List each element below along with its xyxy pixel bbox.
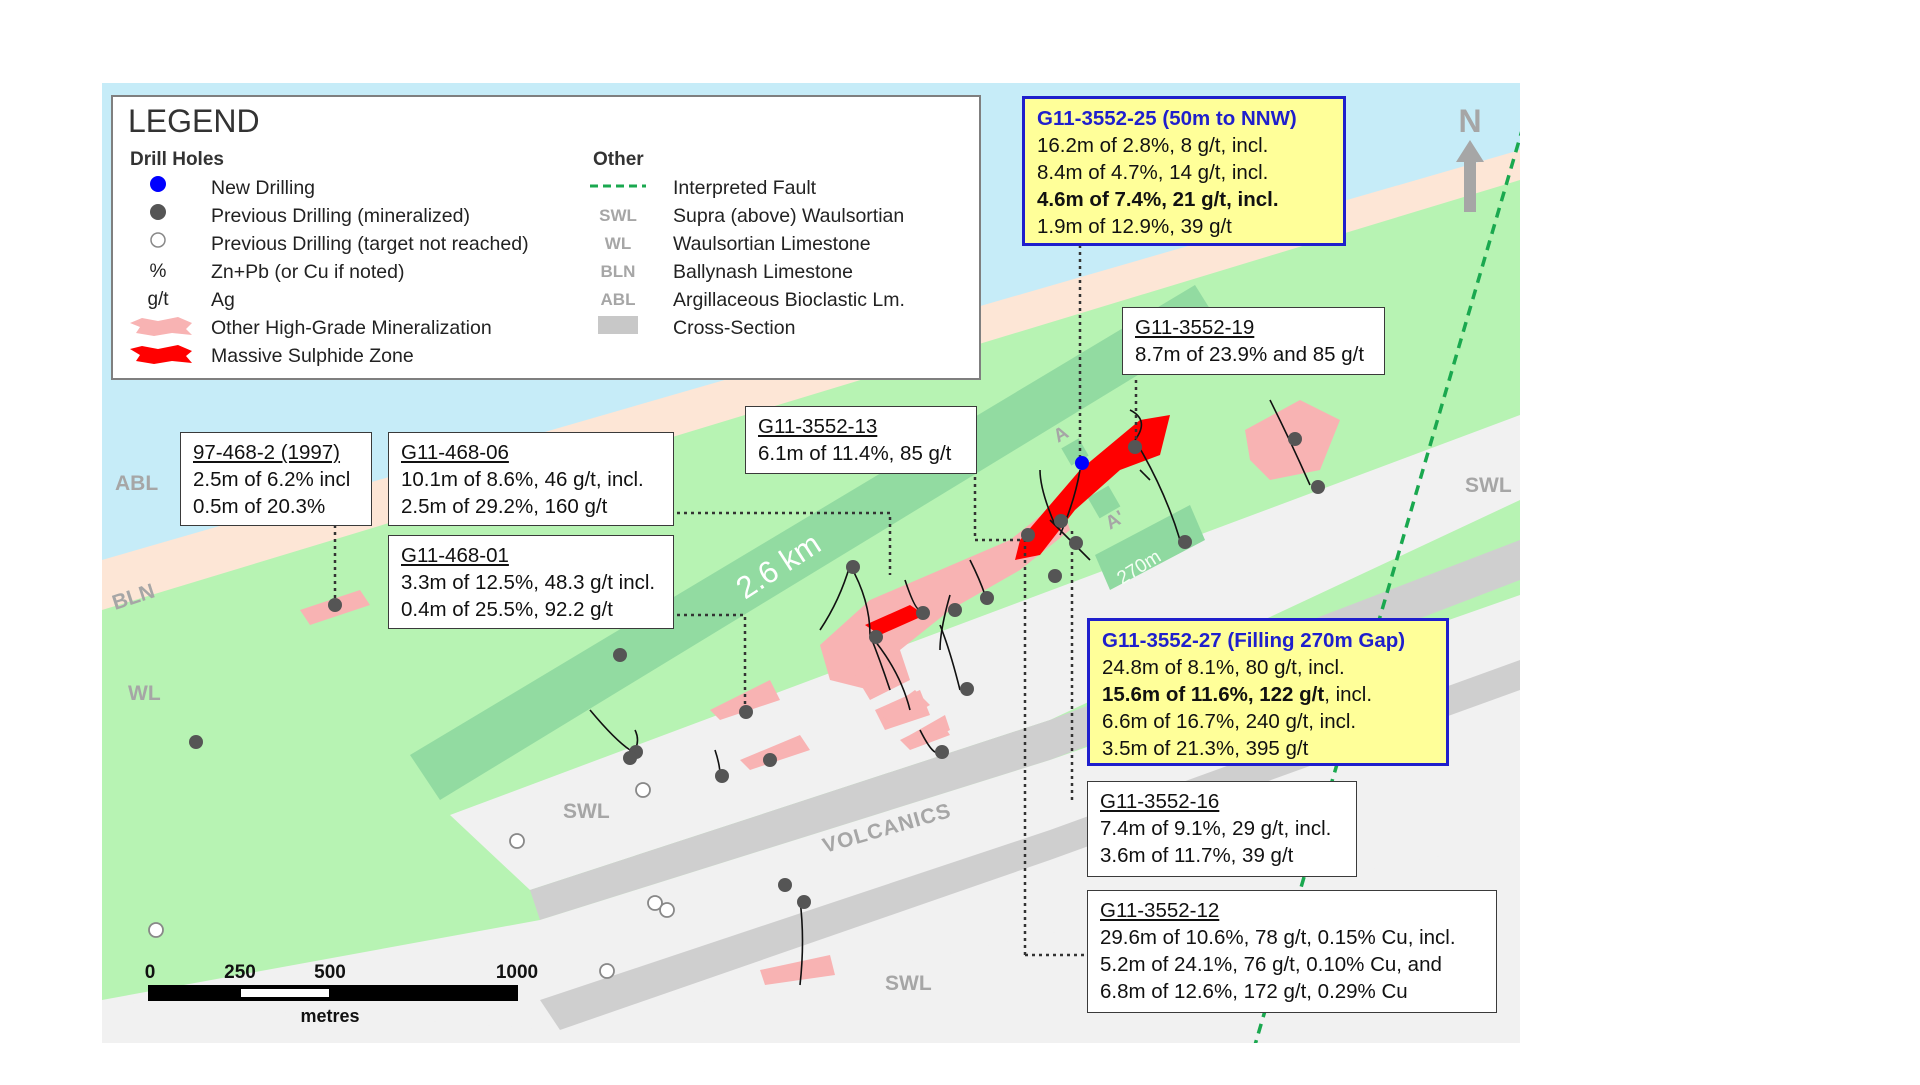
cross-section-gap <box>1095 505 1205 590</box>
scale-tick-1000: 1000 <box>496 962 538 983</box>
callout-line: 4.6m of 7.4%, 21 g/t, incl. <box>1037 188 1279 211</box>
legend-title: LEGEND <box>128 103 260 139</box>
callout-line: 0.4m of 25.5%, 92.2 g/t <box>401 598 613 621</box>
scale-tick-0: 0 <box>145 962 156 983</box>
label-swl-bottom: SWL <box>885 972 932 995</box>
leader-lines <box>333 245 1138 957</box>
callout-g11-3552-12: G11-3552-12 29.6m of 10.6%, 78 g/t, 0.15… <box>1087 890 1497 1013</box>
callout-title: G11-3552-13 <box>758 415 878 438</box>
grey-box-icon <box>598 316 638 334</box>
pink-zone-icon <box>130 317 192 336</box>
scale-bar-segment <box>148 985 518 1001</box>
callout-line: 16.2m of 2.8%, 8 g/t, incl. <box>1037 134 1269 157</box>
north-arrow-icon <box>1456 140 1484 212</box>
label-abl: ABL <box>115 472 158 495</box>
grey-dot-icon <box>150 204 166 220</box>
callout-line: 1.9m of 12.9%, 39 g/t <box>1037 215 1232 238</box>
callout-title: G11-3552-27 (Filling 270m Gap) <box>1102 629 1406 652</box>
scale-bar-segment-white <box>241 989 329 997</box>
callout-g11-3552-16: G11-3552-16 7.4m of 9.1%, 29 g/t, incl. … <box>1087 781 1357 877</box>
red-zone-icon <box>130 345 192 364</box>
north-label: N <box>1458 103 1481 139</box>
callout-title: 97-468-2 (1997) <box>193 441 341 464</box>
callout-line: 8.7m of 23.9% and 85 g/t <box>1135 343 1365 366</box>
callout-g11-3552-27: G11-3552-27 (Filling 270m Gap) 24.8m of … <box>1087 618 1449 766</box>
callout-title: G11-3552-16 <box>1100 790 1220 813</box>
callout-line: 10.1m of 8.6%, 46 g/t, incl. <box>401 468 644 491</box>
fault-line <box>1253 131 1520 1043</box>
label-swl-right: SWL <box>1465 474 1512 497</box>
fault-line-icon <box>590 184 646 188</box>
section-marker-a-prime <box>1087 485 1121 519</box>
callout-g11-468-06: G11-468-06 10.1m of 8.6%, 46 g/t, incl. … <box>388 432 674 526</box>
legend-other-heading: Other <box>593 149 644 170</box>
callout-line: 6.1m of 11.4%, 85 g/t <box>758 442 952 465</box>
callout-line: 29.6m of 10.6%, 78 g/t, 0.15% Cu, incl. <box>1100 926 1456 949</box>
callout-line: 3.5m of 21.3%, 395 g/t <box>1102 737 1309 760</box>
high-grade-zones <box>300 400 1340 985</box>
callout-line: 24.8m of 8.1%, 80 g/t, incl. <box>1102 656 1345 679</box>
callout-g11-3552-13: G11-3552-13 6.1m of 11.4%, 85 g/t <box>745 406 977 474</box>
new-drilling-hole <box>1075 456 1089 470</box>
scale-tick-250: 250 <box>224 962 256 983</box>
previous-drilling-mineralized <box>189 432 1325 909</box>
cross-section-band <box>410 285 1220 800</box>
callout-line-bold-part: 15.6m of 11.6%, 122 g/t <box>1102 683 1325 706</box>
callout-97-468-2: 97-468-2 (1997) 2.5m of 6.2% incl 0.5m o… <box>180 432 372 526</box>
callout-title: G11-468-01 <box>401 544 509 567</box>
callout-line: 7.4m of 9.1%, 29 g/t, incl. <box>1100 817 1332 840</box>
callout-line: 0.5m of 20.3% <box>193 495 326 518</box>
scale-tick-500: 500 <box>314 962 346 983</box>
callout-title: G11-468-06 <box>401 441 509 464</box>
label-wl: WL <box>128 682 161 705</box>
callout-line: 6.8m of 12.6%, 172 g/t, 0.29% Cu <box>1100 980 1408 1003</box>
open-dot-icon <box>150 232 166 248</box>
callout-line: 6.6m of 16.7%, 240 g/t, incl. <box>1102 710 1357 733</box>
blue-dot-icon <box>150 176 166 192</box>
legend-drill-holes-heading: Drill Holes <box>130 149 224 170</box>
callout-line: 3.3m of 12.5%, 48.3 g/t incl. <box>401 571 656 594</box>
scale-unit: metres <box>300 1006 359 1026</box>
callout-line: 2.5m of 29.2%, 160 g/t <box>401 495 608 518</box>
legend: LEGEND Drill Holes Other New Drilling Pr… <box>111 95 981 380</box>
callout-line: 2.5m of 6.2% incl <box>193 468 351 491</box>
callout-g11-3552-19: G11-3552-19 8.7m of 23.9% and 85 g/t <box>1122 307 1385 375</box>
callout-title: G11-3552-25 (50m to NNW) <box>1037 107 1297 130</box>
callout-g11-468-01: G11-468-01 3.3m of 12.5%, 48.3 g/t incl.… <box>388 535 674 629</box>
callout-title: G11-3552-12 <box>1100 899 1220 922</box>
callout-line: 5.2m of 24.1%, 76 g/t, 0.10% Cu, and <box>1100 953 1442 976</box>
north-arrow: N <box>1456 103 1484 212</box>
callout-line: 8.4m of 4.7%, 14 g/t, incl. <box>1037 161 1269 184</box>
callout-line: 3.6m of 11.7%, 39 g/t <box>1100 844 1294 867</box>
label-swl-mid: SWL <box>563 800 610 823</box>
callout-line: 15.6m of 11.6%, 122 g/t, incl. <box>1102 683 1373 706</box>
callout-title: G11-3552-19 <box>1135 316 1255 339</box>
scale-bar: 0 250 500 1000 metres <box>145 962 538 1026</box>
drill-holes <box>148 432 1325 979</box>
previous-drilling-target-not-reached <box>148 782 675 979</box>
callout-g11-3552-25: G11-3552-25 (50m to NNW) 16.2m of 2.8%, … <box>1022 96 1346 246</box>
